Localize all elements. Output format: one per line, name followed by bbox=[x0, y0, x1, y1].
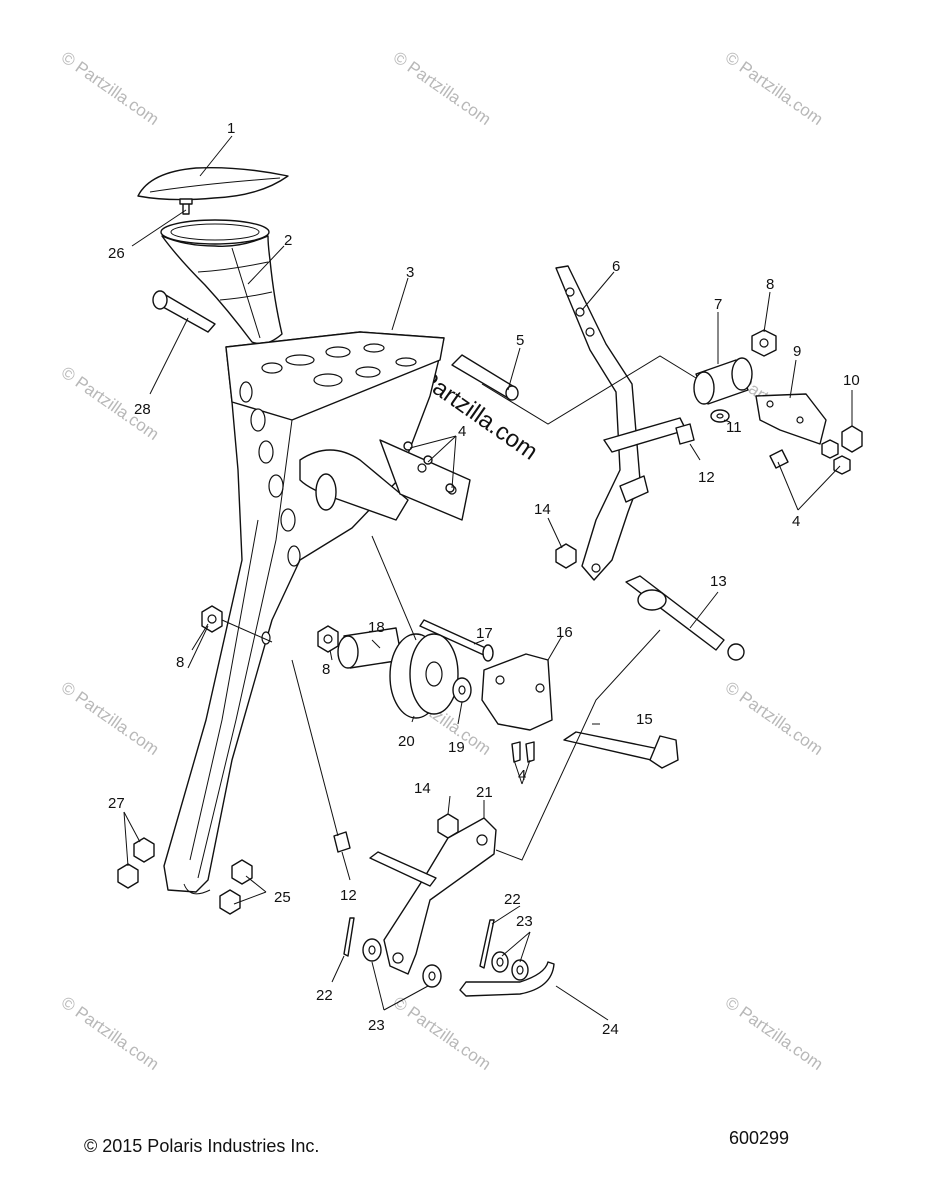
callout-21: 21 bbox=[476, 784, 493, 801]
part-12-clip-lower bbox=[333, 831, 351, 853]
callout-23-right: 23 bbox=[516, 913, 533, 930]
callout-4-lower: 4 bbox=[518, 767, 526, 784]
part-25-bolts bbox=[219, 859, 253, 915]
callout-19: 19 bbox=[448, 739, 465, 756]
callout-1: 1 bbox=[227, 120, 235, 137]
callout-24: 24 bbox=[602, 1021, 619, 1038]
callout-25: 25 bbox=[274, 889, 291, 906]
part-11-washer bbox=[710, 409, 730, 423]
callout-20: 20 bbox=[398, 733, 415, 750]
part-22-cotter-pin-right bbox=[479, 919, 495, 969]
part-19-washer bbox=[452, 677, 472, 703]
part-28-bolt bbox=[152, 290, 216, 333]
part-21-shift-arm bbox=[369, 817, 497, 975]
watermark: © Partzilla.com bbox=[58, 993, 163, 1074]
callout-15: 15 bbox=[636, 711, 653, 728]
callout-7: 7 bbox=[714, 296, 722, 313]
part-23-washer-middle bbox=[422, 964, 442, 988]
part-16-bracket bbox=[481, 653, 553, 731]
watermarks: © Partzilla.com © Partzilla.com © Partzi… bbox=[58, 48, 827, 1074]
part-23-washer-right2 bbox=[511, 959, 529, 981]
part-20-pulley bbox=[389, 633, 459, 719]
callout-5: 5 bbox=[516, 332, 524, 349]
callout-8-middle: 8 bbox=[322, 661, 330, 678]
callout-16: 16 bbox=[556, 624, 573, 641]
callout-8-upper: 8 bbox=[766, 276, 774, 293]
watermark: © Partzilla.com bbox=[58, 48, 163, 129]
part-15-bolt bbox=[563, 731, 679, 769]
part-22-cotter-pin-left bbox=[343, 917, 355, 957]
part-4-bolts-lower bbox=[511, 741, 535, 763]
part-8-nut-upper bbox=[751, 329, 777, 357]
callout-8-left: 8 bbox=[176, 654, 184, 671]
callout-14-lower: 14 bbox=[414, 780, 431, 797]
callout-14-upper: 14 bbox=[534, 501, 551, 518]
part-8-nut-middle bbox=[317, 625, 339, 653]
part-12-clip-upper bbox=[675, 423, 695, 445]
part-26-screw bbox=[179, 198, 193, 215]
part-10-nut bbox=[841, 425, 863, 453]
part-23-washer-left bbox=[362, 938, 382, 962]
leader-lines bbox=[123, 135, 853, 1021]
watermark: © Partzilla.com bbox=[722, 678, 827, 759]
part-14-nut-upper bbox=[555, 543, 577, 569]
watermark: © Partzilla.com bbox=[390, 48, 495, 129]
part-17-pin bbox=[419, 619, 494, 662]
callout-11: 11 bbox=[726, 419, 742, 436]
callout-4-right: 4 bbox=[792, 513, 800, 530]
callout-12-lower: 12 bbox=[340, 887, 357, 904]
part-1-knob-cap bbox=[137, 166, 289, 201]
part-6-shift-lever bbox=[555, 265, 687, 581]
callout-4-upper: 4 bbox=[458, 423, 466, 440]
callout-18: 18 bbox=[368, 619, 385, 636]
watermark: © Partzilla.com bbox=[390, 993, 495, 1074]
callout-28: 28 bbox=[134, 401, 151, 418]
part-23-washer-right1 bbox=[491, 951, 509, 973]
part-24-linkage-rod bbox=[459, 961, 555, 997]
callout-6: 6 bbox=[612, 258, 620, 275]
part-13-cable-end bbox=[625, 575, 745, 661]
callout-23-left: 23 bbox=[368, 1017, 385, 1034]
watermark: © Partzilla.com bbox=[58, 678, 163, 759]
callout-3: 3 bbox=[406, 264, 414, 281]
drawing-number: 600299 bbox=[729, 1128, 790, 1148]
callout-22-right: 22 bbox=[504, 891, 521, 908]
watermark: © Partzilla.com bbox=[722, 48, 827, 129]
part-7-bushing bbox=[693, 357, 753, 405]
watermark: © Partzilla.com bbox=[722, 993, 827, 1074]
callout-9: 9 bbox=[793, 343, 801, 360]
part-5-spacer bbox=[451, 354, 519, 401]
part-9-cable-bracket bbox=[755, 393, 827, 445]
callout-2: 2 bbox=[284, 232, 292, 249]
part-3-shifter-bracket bbox=[163, 331, 471, 895]
part-18-sleeve bbox=[337, 627, 403, 669]
part-27-nuts bbox=[117, 837, 155, 889]
callout-13: 13 bbox=[710, 573, 727, 590]
part-2-shift-knob bbox=[160, 219, 283, 345]
callout-22-left: 22 bbox=[316, 987, 333, 1004]
callout-27: 27 bbox=[108, 795, 125, 812]
callout-17: 17 bbox=[476, 625, 493, 642]
callout-10: 10 bbox=[843, 372, 860, 389]
copyright-text: © 2015 Polaris Industries Inc. bbox=[84, 1136, 320, 1156]
callout-labels: 1 26 2 3 4 5 6 7 8 9 10 11 12 4 14 13 17… bbox=[108, 120, 860, 1038]
callout-26: 26 bbox=[108, 245, 125, 262]
callout-12-upper: 12 bbox=[698, 469, 715, 486]
part-4-bolts-right bbox=[769, 439, 851, 475]
